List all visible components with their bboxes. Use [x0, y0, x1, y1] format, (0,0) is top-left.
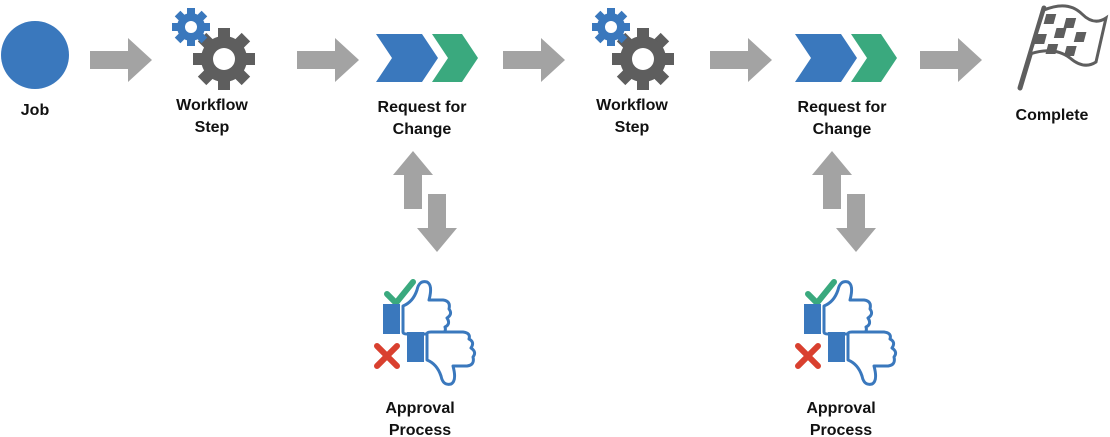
flow-arrow-4 [710, 38, 772, 82]
flow-arrow-3 [503, 38, 565, 82]
thumbs-approve-reject-icon [377, 282, 475, 385]
checkered-flag-icon [1017, 4, 1109, 91]
gears-icon [172, 8, 255, 90]
down-arrow-1 [417, 194, 457, 252]
request-for-change-1-line1: Request for [377, 99, 467, 116]
workflow-step-2-line2: Step [614, 119, 650, 136]
flow-arrow-1 [90, 38, 152, 82]
approval-process-1-line1: Approval [385, 400, 455, 417]
thumbs-approve-reject-icon [798, 282, 896, 385]
workflow-step-2-line1: Workflow [596, 97, 668, 114]
down-arrow-2 [836, 194, 876, 252]
flow-arrow-2 [297, 38, 359, 82]
circle-icon [1, 21, 69, 89]
chevrons-icon [795, 34, 897, 82]
workflow-step-1-line1: Workflow [176, 97, 248, 114]
job-label-text: Job [20, 102, 50, 119]
approval-process-1-label: Approval Process [360, 398, 480, 437]
workflow-step-1-label: Workflow Step [152, 95, 272, 139]
request-for-change-2-line2: Change [812, 121, 872, 138]
complete-label: Complete [992, 105, 1110, 127]
flow-arrow-5 [920, 38, 982, 82]
workflow-step-2-label: Workflow Step [572, 95, 692, 139]
request-for-change-1-line2: Change [392, 121, 452, 138]
approval-process-1-line2: Process [388, 422, 452, 437]
workflow-step-1-line2: Step [194, 119, 230, 136]
job-label: Job [5, 100, 65, 122]
approval-process-2-line2: Process [809, 422, 873, 437]
request-for-change-2-label: Request for Change [772, 97, 912, 141]
complete-label-text: Complete [1015, 107, 1089, 124]
approval-process-2-line1: Approval [806, 400, 876, 417]
request-for-change-1-label: Request for Change [352, 97, 492, 141]
request-for-change-2-line1: Request for [797, 99, 887, 116]
approval-process-2-label: Approval Process [781, 398, 901, 437]
up-arrow-2 [812, 151, 852, 209]
gears-icon [592, 8, 674, 90]
chevrons-icon [376, 34, 478, 82]
up-arrow-1 [393, 151, 433, 209]
